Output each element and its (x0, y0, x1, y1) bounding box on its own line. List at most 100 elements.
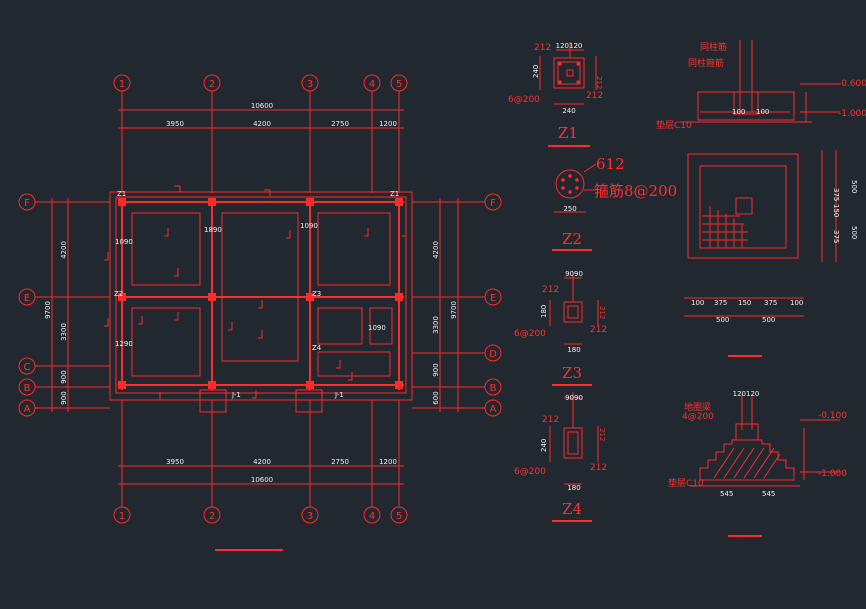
dim-bottom: 1200 (379, 458, 397, 466)
dim-top: 1200 (379, 120, 397, 128)
fp-dim-bottom: 150 (738, 299, 751, 307)
dim-left-total: 9700 (44, 301, 52, 319)
footing-section: 同柱筋 同柱箍筋 垫层C10 -0.600 -1.000 100 100 (656, 40, 866, 131)
z3-bottom-tag: 212 (590, 325, 607, 335)
dim-top: 3950 (166, 120, 184, 128)
axis-label: 2 (209, 79, 215, 90)
j1-elev-1: -0.100 (818, 411, 847, 421)
axis-label: 2 (209, 511, 215, 522)
plan-label: Z4 (312, 344, 322, 352)
column-z4: 9090 212 212 212 240 6@200 180 Z4 (514, 392, 607, 522)
z2-title: Z2 (562, 230, 582, 248)
z4-stirrup: 6@200 (514, 467, 546, 477)
dim-right: 4200 (432, 241, 440, 259)
dim-top-total: 10600 (251, 102, 273, 110)
dim-bottom-total: 10600 (251, 476, 273, 484)
column-z2: 612 箍筋8@200 250 Z2 (552, 155, 677, 251)
z2-width: 250 (563, 205, 576, 213)
plan-label: Z1 (117, 190, 126, 198)
j1-label-b: 4@200 (682, 412, 714, 422)
axis-label: 5 (396, 79, 402, 90)
fp-dim-bottom: 100 (790, 299, 803, 307)
z4-width: 180 (567, 484, 580, 492)
footing-label-top: 同柱筋 (700, 41, 727, 53)
z3-right-tag: 212 (598, 306, 606, 319)
z1-width: 240 (562, 107, 575, 115)
z1-stirrup: 6@200 (508, 95, 540, 105)
plan-label: 1090 (300, 222, 318, 230)
dim-right: 600 (432, 391, 440, 404)
axis-bubbles-bottom: 1 2 3 4 5 (113, 506, 408, 524)
dim-left: 3300 (60, 323, 68, 341)
axis-label: F (490, 198, 496, 209)
axis-label: E (490, 293, 496, 304)
footing-label-cushion: 垫层C10 (656, 119, 692, 131)
plan-label: Z3 (312, 290, 321, 298)
j1-label-cushion: 垫层C10 (668, 477, 704, 489)
fp-dim-right: 375 (832, 230, 840, 243)
z1-right-tag: 212 (595, 76, 603, 89)
footing-dim: 100 (756, 108, 769, 116)
axis-label: B (490, 383, 497, 394)
dim-right: 900 (432, 363, 440, 376)
j1-dim: 545 (720, 490, 733, 498)
dim-bottom: 4200 (253, 458, 271, 466)
axis-bubbles-right: F E D B A (484, 193, 502, 417)
z3-top-dim: 9090 (565, 270, 583, 278)
fp-dim-bottom2: 500 (762, 316, 775, 324)
axis-label: F (24, 198, 30, 209)
dim-right-total: 9700 (450, 301, 458, 319)
z4-right-tag: 212 (598, 428, 606, 441)
footing-j1: 120120 地圈梁 4@200 垫层C10 -0.100 -1.000 545… (668, 390, 847, 537)
j1-top-dim: 120120 (733, 390, 760, 398)
fp-dim-right2: 500 (850, 180, 858, 193)
dim-bottom: 2750 (331, 458, 349, 466)
z1-top-dim: 120120 (556, 42, 583, 50)
dim-bottom: 3950 (166, 458, 184, 466)
column-z1: 120120 212 212 212 240 6@200 240 Z1 (508, 42, 603, 147)
axis-bubbles-left: F E C B A (18, 193, 36, 417)
fp-dim-bottom: 100 (691, 299, 704, 307)
z2-bars: 612 (596, 155, 625, 173)
fp-dim-right: 375 (832, 188, 840, 201)
plan-label: Z1 (390, 190, 399, 198)
z3-title: Z3 (562, 364, 582, 382)
fp-dim-bottom: 375 (714, 299, 727, 307)
plan-label: J-1 (334, 391, 344, 399)
j1-label-a: 地圈梁 (684, 401, 711, 413)
plan-label: 1290 (115, 340, 133, 348)
z1-bottom-tag: 212 (586, 91, 603, 101)
z3-left-dim: 180 (540, 305, 548, 318)
footing-elev-2: -1.000 (838, 109, 866, 119)
foundation-outline (109, 191, 413, 401)
j1-dim: 545 (762, 490, 775, 498)
column-z3: 9090 212 212 212 180 6@200 180 Z3 (514, 270, 607, 386)
z1-title: Z1 (558, 124, 578, 142)
axis-label: C (24, 362, 31, 373)
z4-bottom-tag: 212 (590, 463, 607, 473)
plan-label: J-1 (231, 391, 241, 399)
z3-width: 180 (567, 346, 580, 354)
footing-elev-1: -0.600 (838, 79, 866, 89)
axis-label: A (24, 404, 31, 415)
axis-label: D (489, 349, 497, 360)
footing-label-stirrup: 同柱箍筋 (688, 57, 724, 69)
fp-dim-bottom: 375 (764, 299, 777, 307)
axis-label: 3 (307, 511, 313, 522)
dim-top: 4200 (253, 120, 271, 128)
footing-dim: 100 (732, 108, 745, 116)
z4-title: Z4 (562, 500, 582, 518)
z4-left-dim: 240 (540, 439, 548, 452)
z4-top-dim: 9090 (565, 394, 583, 402)
z1-left-tag: 212 (534, 43, 551, 53)
axis-label: E (24, 293, 30, 304)
axis-label: 1 (119, 511, 125, 522)
axis-label: 3 (307, 79, 313, 90)
axis-label: 4 (369, 511, 375, 522)
axis-label: A (490, 404, 497, 415)
dim-left: 900 (60, 370, 68, 383)
z1-left-dim: 240 (532, 65, 540, 78)
dim-right: 3300 (432, 316, 440, 334)
footing-plan: 100 375 150 375 100 500 500 375 150 375 … (684, 150, 858, 357)
